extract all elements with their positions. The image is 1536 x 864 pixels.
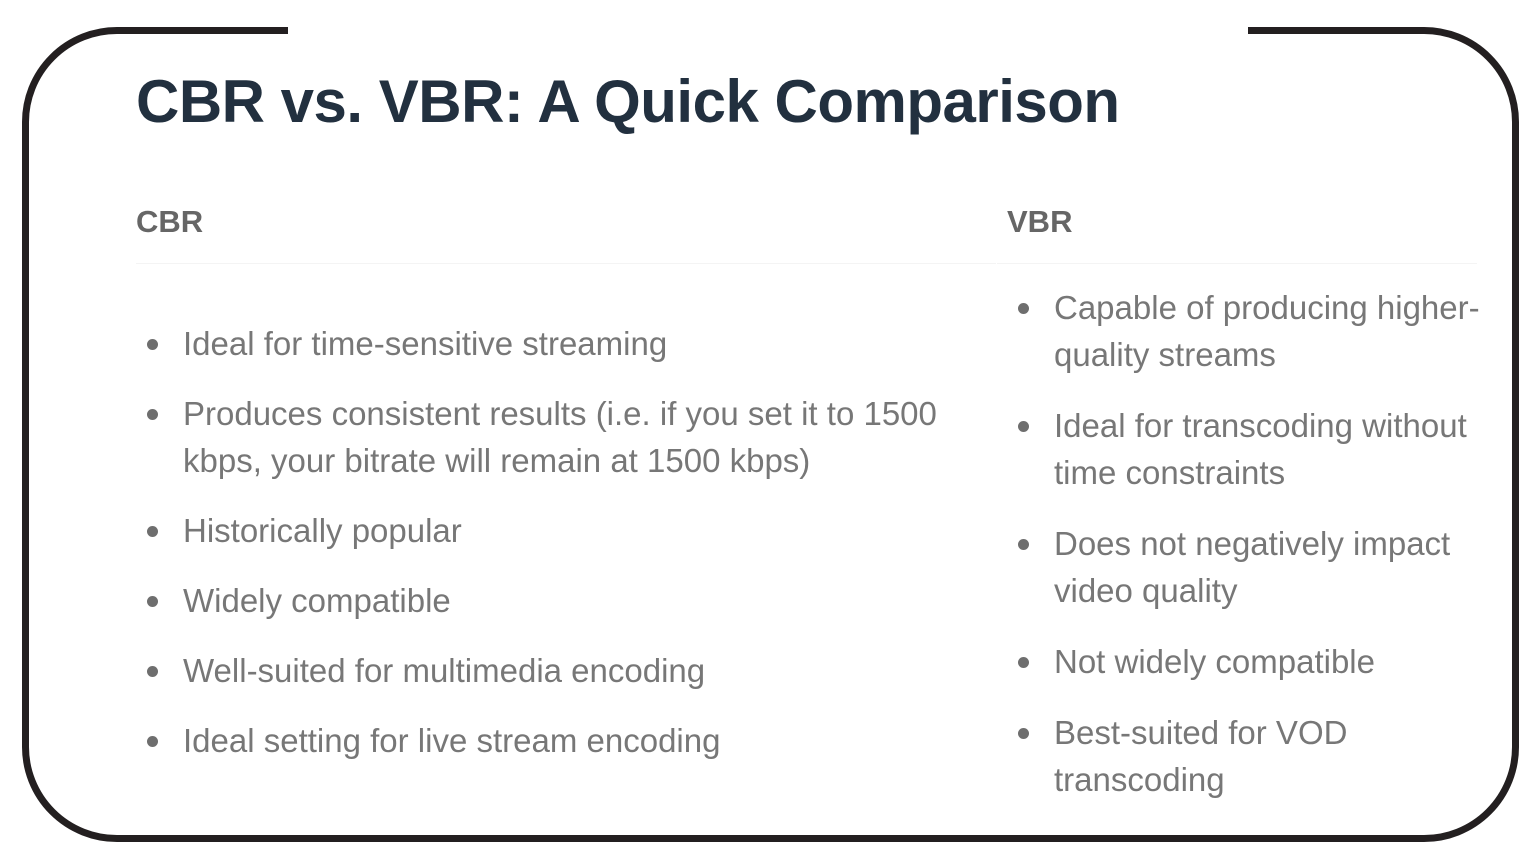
cbr-list-item: Ideal for time-sensitive streaming [136,320,966,367]
bullet-icon [147,526,158,537]
vbr-header-divider [997,263,1477,264]
vbr-list-item: Not widely compatible [1007,638,1497,685]
bullet-icon [1018,539,1029,550]
bullet-icon [1018,657,1029,668]
vbr-list-item: Ideal for transcoding without time const… [1007,402,1497,496]
vbr-item-text: Not widely compatible [1054,643,1375,680]
vbr-list-item: Does not negatively impact video quality [1007,520,1497,614]
vbr-list: Capable of producing higher-quality stre… [1007,284,1497,827]
cbr-list-item: Historically popular [136,507,966,554]
vbr-item-text: Ideal for transcoding without time const… [1054,407,1467,491]
vbr-item-text: Does not negatively impact video quality [1054,525,1451,609]
bullet-icon [1018,421,1029,432]
cbr-list-item: Produces consistent results (i.e. if you… [136,390,966,484]
frame-top-gap [288,20,1248,40]
bullet-icon [147,596,158,607]
cbr-item-text: Produces consistent results (i.e. if you… [183,395,937,479]
vbr-item-text: Best-suited for VOD transcoding [1054,714,1348,798]
cbr-list-item: Well-suited for multimedia encoding [136,647,966,694]
bullet-icon [147,409,158,420]
cbr-list-item: Ideal setting for live stream encoding [136,717,966,764]
vbr-item-text: Capable of producing higher-quality stre… [1054,289,1480,373]
page-title: CBR vs. VBR: A Quick Comparison [136,68,1120,135]
cbr-header: CBR [136,204,204,239]
bullet-icon [147,736,158,747]
cbr-item-text: Historically popular [183,512,462,549]
vbr-column: VBR Capable of producing higher-quality … [997,200,1497,798]
cbr-list: Ideal for time-sensitive streaming Produ… [136,320,966,787]
bullet-icon [147,339,158,350]
cbr-item-text: Ideal setting for live stream encoding [183,722,721,759]
vbr-list-item: Best-suited for VOD transcoding [1007,709,1497,803]
bullet-icon [147,666,158,677]
cbr-column: CBR Ideal for time-sensitive streaming P… [136,200,996,759]
cbr-list-item: Widely compatible [136,577,966,624]
cbr-header-divider [136,263,996,264]
vbr-header: VBR [1007,204,1073,239]
vbr-list-item: Capable of producing higher-quality stre… [1007,284,1497,378]
cbr-item-text: Widely compatible [183,582,451,619]
cbr-item-text: Ideal for time-sensitive streaming [183,325,668,362]
cbr-item-text: Well-suited for multimedia encoding [183,652,706,689]
bullet-icon [1018,728,1029,739]
bullet-icon [1018,303,1029,314]
